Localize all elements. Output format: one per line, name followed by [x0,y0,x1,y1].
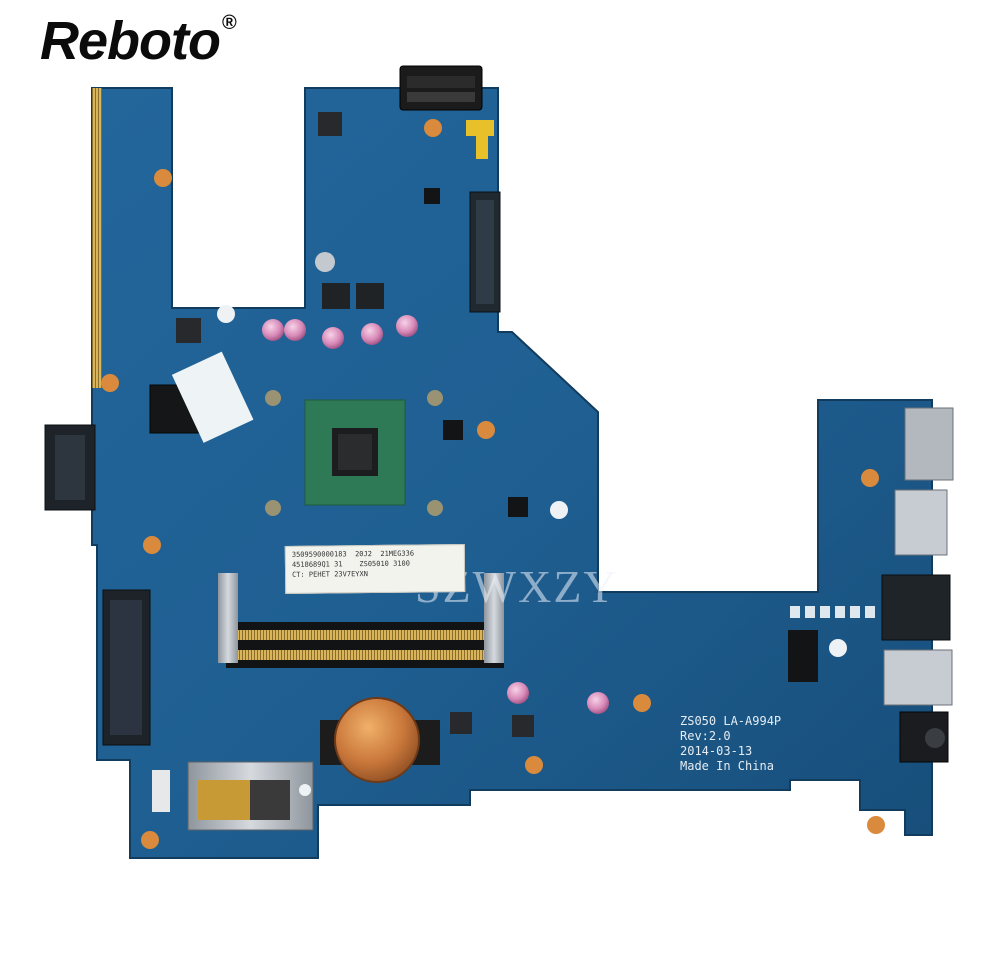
ram-slot [218,573,504,668]
serial-sticker: 3509590000183 20J2 21MEG336 4518689Q1 31… [284,544,466,594]
registered-mark: ® [221,12,237,34]
capacitors [262,252,609,714]
yellow-jumper [466,120,494,136]
gold-edge-connector [92,88,102,388]
brand-name: Reboto [40,11,221,71]
misc-chips [152,188,818,812]
sticker-line-1: 3509590000183 20J2 21MEG336 [291,549,415,559]
right-ports [881,407,954,763]
cpu-chip [304,399,406,506]
sticker-line-3: CT: PEHET 23V7EYXN [292,570,368,579]
board-origin: Made In China [680,759,774,773]
pcb-board [91,87,933,859]
mounting-holes [217,305,847,796]
silkscreen-bars [790,606,875,618]
cmos-battery [320,697,440,783]
inductors [176,112,534,737]
screw-pads [101,119,885,849]
board-date: 2014-03-13 [680,744,753,758]
sticker-line-2: 4518689Q1 31 ZS05010 3100 [291,559,411,569]
board-silkscreen-label: ZS050 LA-A994P Rev:2.0 2014-03-13 Made I… [680,714,781,774]
board-revision: Rev:2.0 [680,729,731,743]
warranty-sticker [171,351,254,443]
brand-logo: Reboto® [40,10,237,72]
sd-card-reader [187,761,314,831]
board-model: ZS050 LA-A994P [680,714,782,728]
